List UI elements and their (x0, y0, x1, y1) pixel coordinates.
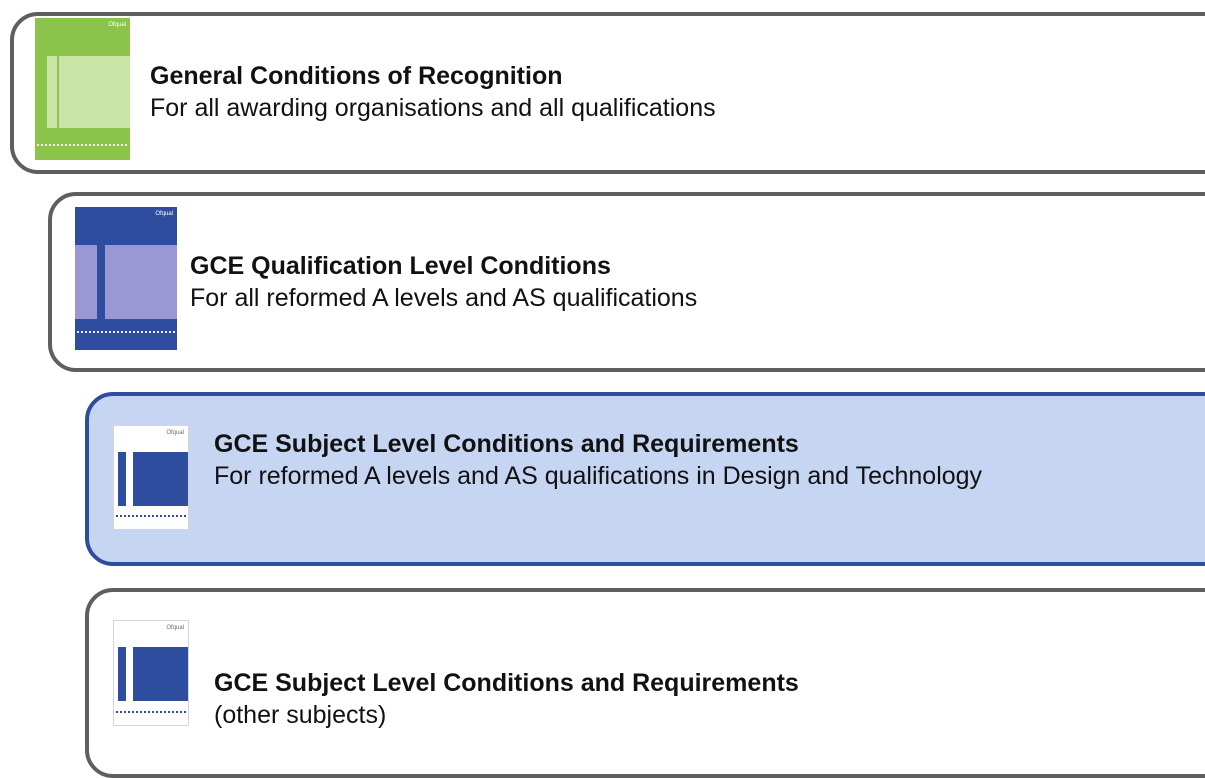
document-text: General Conditions of Recognition For al… (150, 60, 716, 124)
document-subtitle: For reformed A levels and AS qualificati… (214, 462, 983, 490)
document-subtitle: For all reformed A levels and AS qualifi… (190, 284, 698, 312)
document-subtitle: (other subjects) (214, 701, 387, 729)
cover-brand-label: Ofqual (108, 22, 126, 28)
document-title: GCE Subject Level Conditions and Require… (214, 669, 799, 697)
document-text: GCE Subject Level Conditions and Require… (214, 428, 1074, 492)
document-card-subject-level-design-technology[interactable] (85, 392, 1205, 566)
document-card-subject-level-other[interactable] (85, 588, 1205, 778)
document-cover-thumbnail: Ofqual (75, 207, 177, 350)
document-card-general-conditions[interactable] (10, 12, 1205, 174)
cover-brand-label: Ofqual (166, 625, 184, 631)
document-text: GCE Qualification Level Conditions For a… (190, 250, 697, 314)
document-cover-thumbnail: Ofqual (35, 18, 130, 160)
document-title: GCE Qualification Level Conditions (190, 252, 611, 280)
cover-brand-label: Ofqual (155, 211, 173, 217)
document-card-qualification-level[interactable] (48, 192, 1205, 372)
cover-brand-label: Ofqual (166, 430, 184, 436)
document-title: General Conditions of Recognition (150, 62, 563, 90)
document-subtitle: For all awarding organisations and all q… (150, 94, 716, 122)
document-title: GCE Subject Level Conditions and Require… (214, 430, 799, 458)
document-cover-thumbnail: Ofqual (113, 620, 189, 726)
document-cover-thumbnail: Ofqual (113, 425, 189, 530)
document-text: GCE Subject Level Conditions and Require… (214, 667, 799, 731)
